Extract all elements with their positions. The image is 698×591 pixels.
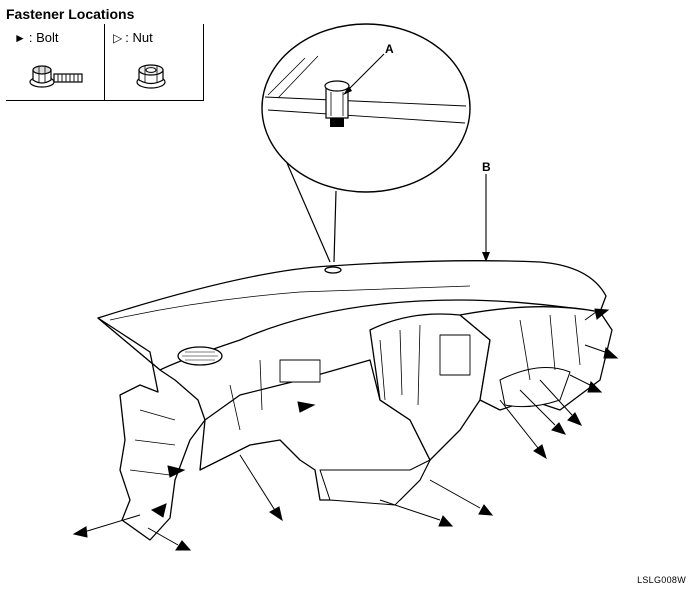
bolt-markers	[72, 308, 619, 551]
figure-code: LSLG008W	[637, 575, 686, 585]
callout-a: A	[385, 42, 394, 56]
legend-bolt: ►: Bolt	[6, 24, 105, 101]
bolt-symbol-icon: ►	[14, 31, 26, 45]
nut-icon	[136, 64, 166, 89]
callout-b: B	[482, 160, 491, 174]
nut-symbol-icon: ▷	[113, 31, 123, 45]
dashboard-assembly	[97, 260, 613, 541]
bolt-icon	[29, 65, 83, 88]
page-title: Fastener Locations	[6, 6, 135, 22]
legend-nut: ▷: Nut	[104, 24, 204, 101]
legend-nut-label: : Nut	[125, 30, 153, 45]
detail-bubble	[261, 23, 471, 263]
legend-bolt-label: : Bolt	[28, 30, 59, 45]
